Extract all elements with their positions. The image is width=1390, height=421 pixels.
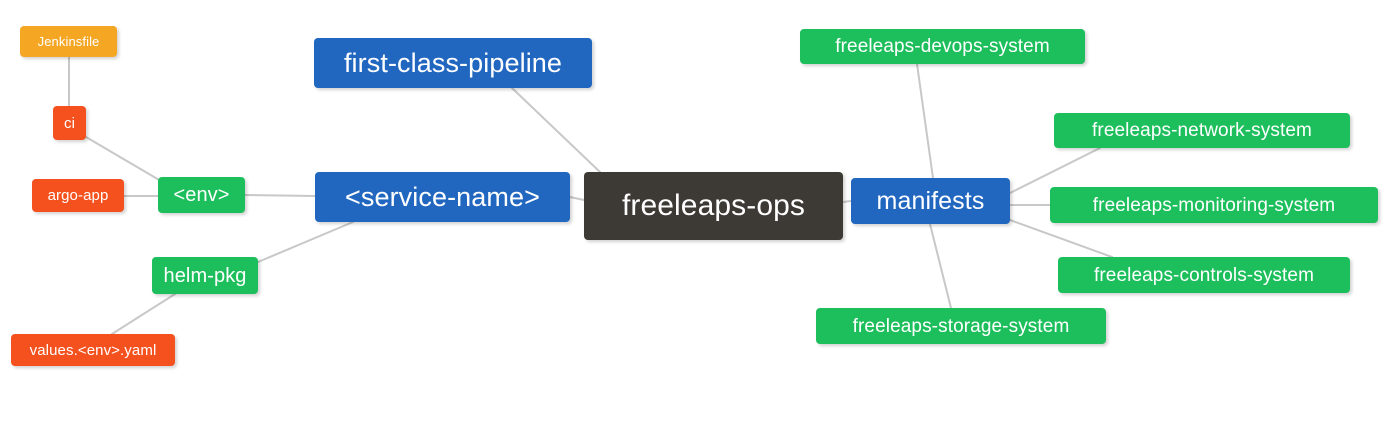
node-freeleaps-ops[interactable]: freeleaps-ops: [584, 172, 843, 240]
edge-manifests-to-devops-system: [916, 63, 934, 179]
node-values-yaml[interactable]: values.<env>.yaml: [11, 334, 175, 366]
edge-env-to-ci: [85, 136, 167, 185]
node-devops-system[interactable]: freeleaps-devops-system: [800, 29, 1085, 64]
node-jenkinsfile[interactable]: Jenkinsfile: [20, 26, 117, 57]
edge-manifests-to-controls-system: [1009, 219, 1113, 258]
node-storage-system[interactable]: freeleaps-storage-system: [816, 308, 1106, 344]
edge-service-name-to-env: [244, 194, 316, 197]
node-ci[interactable]: ci: [53, 106, 86, 140]
edge-freeleaps-ops-to-manifests: [842, 200, 852, 203]
node-env[interactable]: <env>: [158, 177, 245, 213]
node-monitoring-system[interactable]: freeleaps-monitoring-system: [1050, 187, 1378, 223]
node-manifests[interactable]: manifests: [851, 178, 1010, 224]
edge-helm-pkg-to-values-yaml: [111, 293, 176, 335]
node-service-name[interactable]: <service-name>: [315, 172, 570, 222]
edge-manifests-to-network-system: [1009, 147, 1101, 194]
node-network-system[interactable]: freeleaps-network-system: [1054, 113, 1350, 148]
edge-manifests-to-storage-system: [929, 223, 952, 309]
edge-service-name-to-helm-pkg: [257, 221, 354, 263]
node-argo-app[interactable]: argo-app: [32, 179, 124, 212]
node-first-class-pipeline[interactable]: first-class-pipeline: [314, 38, 592, 88]
node-helm-pkg[interactable]: helm-pkg: [152, 257, 258, 294]
edge-freeleaps-ops-to-service-name: [569, 196, 585, 201]
node-controls-system[interactable]: freeleaps-controls-system: [1058, 257, 1350, 293]
edge-freeleaps-ops-to-first-class-pipeline: [511, 87, 601, 173]
